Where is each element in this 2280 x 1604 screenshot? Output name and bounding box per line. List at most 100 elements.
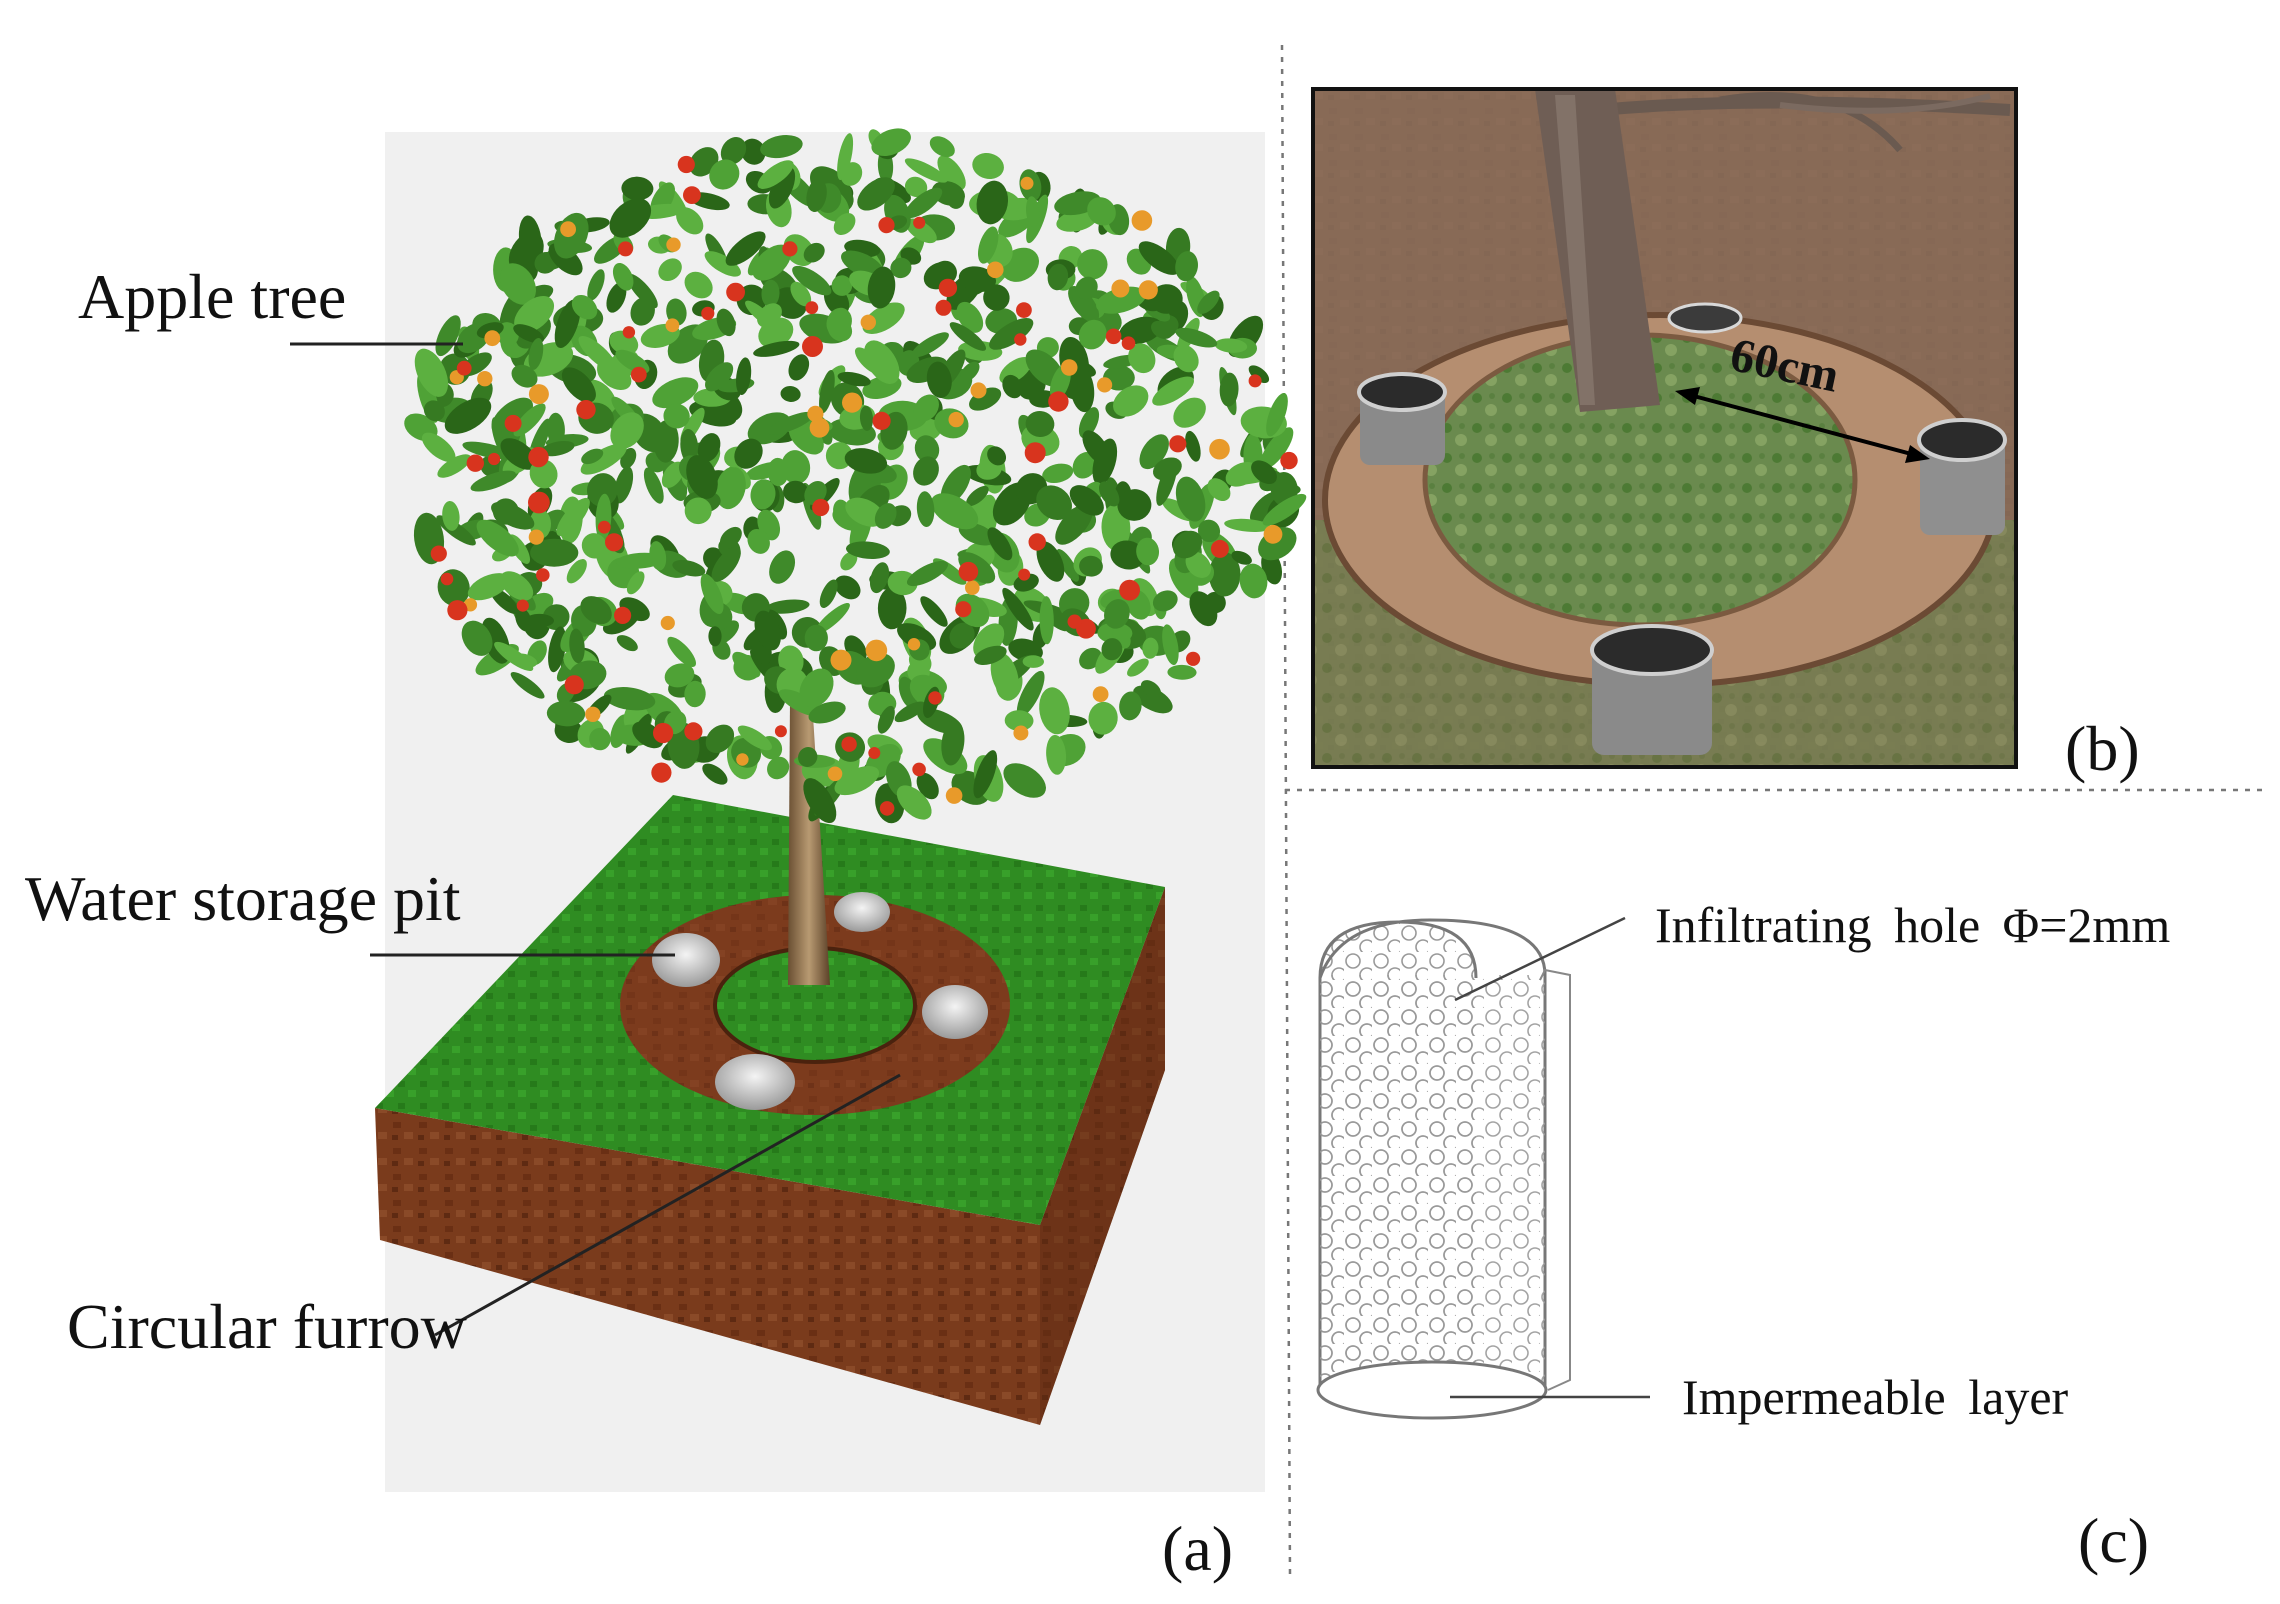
- apple: [1186, 651, 1201, 666]
- leaf: [845, 541, 890, 559]
- leaf: [630, 297, 655, 326]
- apple: [1016, 302, 1032, 318]
- leaf: [1039, 687, 1070, 735]
- leaf: [904, 176, 928, 198]
- leaf: [1152, 590, 1178, 612]
- apple: [841, 736, 857, 752]
- leaf: [937, 155, 966, 191]
- leaf: [987, 446, 1007, 466]
- vertical-divider: [1280, 44, 1292, 1576]
- leaf: [1133, 685, 1173, 714]
- leaf: [864, 340, 900, 384]
- leaf: [798, 747, 818, 767]
- apple: [827, 766, 843, 782]
- leaf: [652, 377, 699, 409]
- leaf: [819, 369, 835, 414]
- apple: [1020, 176, 1034, 190]
- leaf: [916, 772, 939, 800]
- leaf: [500, 263, 536, 305]
- apple: [683, 186, 701, 205]
- apple: [665, 318, 680, 333]
- apple: [842, 392, 863, 413]
- leaf: [1016, 670, 1045, 717]
- leaf: [1189, 591, 1218, 627]
- leaf: [1162, 624, 1179, 666]
- apple: [805, 301, 819, 315]
- leaf: [720, 137, 747, 165]
- pit-bucket: [1667, 302, 1743, 334]
- leaf: [1173, 397, 1206, 428]
- leaf: [491, 501, 535, 530]
- leaf: [929, 136, 955, 158]
- leaf: [587, 269, 605, 301]
- leaf: [556, 497, 590, 537]
- label-apple-tree: Apple tree: [78, 261, 346, 332]
- leaf: [974, 645, 1007, 666]
- leaf: [643, 467, 664, 504]
- leaf: [580, 596, 612, 625]
- leaf: [587, 473, 618, 507]
- leaf: [1110, 540, 1145, 570]
- label-impermeable-layer: Impermeable layer: [1682, 1369, 2069, 1425]
- leaf: [949, 322, 987, 351]
- apple: [868, 747, 881, 759]
- leaf: [540, 440, 575, 457]
- leaf: [610, 412, 644, 449]
- leaf: [803, 242, 825, 263]
- leaf: [1046, 734, 1067, 775]
- leaf: [913, 456, 939, 486]
- circular-furrow-leader: [434, 1073, 901, 1337]
- apple: [948, 411, 964, 428]
- apple: [488, 452, 501, 466]
- leaf: [580, 443, 627, 475]
- leaf: [1167, 664, 1197, 680]
- leaf: [1150, 284, 1183, 314]
- leaf: [841, 250, 885, 279]
- leaf: [834, 575, 861, 600]
- apple: [564, 675, 584, 695]
- apple: [1121, 336, 1136, 351]
- apple: [651, 762, 672, 783]
- leaf: [1098, 481, 1120, 507]
- leaf: [1056, 209, 1097, 232]
- leaf: [960, 361, 980, 382]
- leaf: [444, 397, 492, 434]
- apple: [1067, 614, 1082, 629]
- leaf: [778, 645, 804, 676]
- leaf: [705, 362, 734, 392]
- leaf: [783, 480, 809, 504]
- leaf: [896, 785, 932, 820]
- apple: [1097, 377, 1113, 393]
- leaf: [1036, 541, 1065, 582]
- apple: [504, 414, 522, 432]
- apple: [938, 278, 958, 298]
- leaf: [845, 497, 885, 527]
- panel-label-b: (b): [2065, 713, 2140, 784]
- leaf: [871, 128, 911, 156]
- leaf: [735, 357, 752, 395]
- leaf: [931, 181, 965, 206]
- leaf: [1042, 463, 1074, 484]
- leaf: [653, 420, 679, 463]
- apple: [1263, 524, 1283, 544]
- leaf: [765, 599, 810, 614]
- leaf: [1214, 338, 1248, 353]
- leaf: [781, 450, 811, 485]
- leaf: [1136, 537, 1160, 566]
- leaf: [1224, 518, 1272, 533]
- apple: [1280, 451, 1298, 470]
- apple: [1092, 686, 1109, 703]
- apple: [970, 382, 987, 399]
- leaf: [546, 700, 586, 727]
- apple: [935, 299, 952, 316]
- apple: [1013, 725, 1029, 741]
- leaf: [1248, 365, 1270, 384]
- apple: [1105, 328, 1122, 345]
- leaf: [920, 596, 948, 627]
- apple: [1048, 391, 1069, 412]
- leaf: [715, 466, 746, 510]
- leaf: [435, 315, 461, 357]
- leaf: [494, 641, 534, 671]
- leaf: [661, 461, 685, 488]
- leaf: [949, 622, 975, 649]
